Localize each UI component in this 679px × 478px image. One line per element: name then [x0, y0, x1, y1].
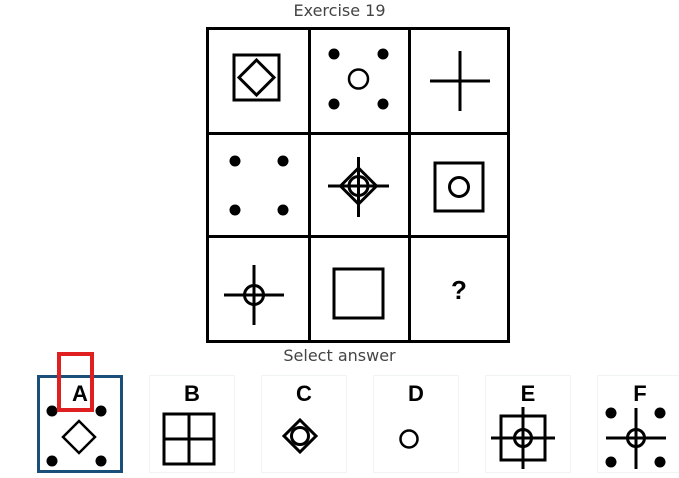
- diamond-shape: [281, 417, 319, 455]
- cell-1-diamond-in-square: [232, 53, 281, 102]
- circle-shape: [243, 284, 265, 306]
- question-mark: ?: [451, 275, 467, 305]
- select-answer-label: Select answer: [283, 346, 396, 365]
- dot: [605, 456, 617, 468]
- circle-shape: [626, 428, 646, 448]
- dot: [95, 455, 107, 467]
- circle-shape: [448, 176, 470, 198]
- circle-shape: [347, 68, 370, 90]
- diamond-shape: [236, 57, 277, 98]
- cell-7-cross-with-circle: [224, 265, 284, 325]
- cell-2-dots-with-circle: [328, 48, 389, 110]
- dot: [277, 155, 289, 167]
- dot: [229, 204, 241, 216]
- dot: [328, 98, 340, 110]
- dot: [605, 407, 617, 419]
- dot: [277, 204, 289, 216]
- choice-d-figure: [399, 429, 419, 449]
- choice-d[interactable]: D: [373, 375, 459, 473]
- circle-shape: [513, 428, 533, 448]
- dot: [95, 405, 107, 417]
- grid-frame: [206, 27, 510, 343]
- choice-c-figure: [281, 417, 319, 455]
- choice-d-letter: D: [408, 381, 424, 406]
- choice-b-letter: B: [184, 381, 200, 406]
- cell-6-circle-in-square: [433, 161, 485, 213]
- choice-f-letter: F: [633, 381, 647, 406]
- choice-c[interactable]: C: [261, 375, 347, 473]
- choice-b-figure: [162, 412, 216, 466]
- choice-b[interactable]: B: [149, 375, 235, 473]
- circle-shape: [347, 175, 370, 197]
- choice-f[interactable]: F: [597, 375, 679, 473]
- cell-4-four-dots: [229, 155, 289, 216]
- circle-shape: [399, 429, 419, 449]
- diamond-shape: [61, 419, 97, 455]
- puzzle-grid: ?: [206, 27, 510, 343]
- dot: [654, 456, 666, 468]
- dot: [377, 48, 389, 60]
- square-shape: [433, 161, 485, 213]
- choice-a[interactable]: A: [37, 375, 123, 473]
- cell-3-cross: [430, 51, 490, 111]
- circle-shape: [290, 426, 310, 446]
- dot: [654, 407, 666, 419]
- choice-e-letter: E: [520, 381, 536, 406]
- cell-5-cross-circle-diamond: [328, 157, 389, 217]
- dot: [377, 98, 389, 110]
- dot: [229, 155, 241, 167]
- choice-f-figure: [605, 407, 666, 469]
- dot: [46, 455, 58, 467]
- choice-c-letter: C: [296, 381, 312, 406]
- exercise-title: Exercise 19: [293, 1, 386, 20]
- choice-e-figure: [491, 407, 555, 469]
- dot: [328, 48, 340, 60]
- choice-a-letter: A: [72, 381, 88, 406]
- choice-e[interactable]: E: [485, 375, 571, 473]
- square-shape: [232, 53, 281, 102]
- choice-a-figure: [46, 405, 107, 467]
- diamond-shape: [338, 165, 379, 207]
- cell-8-square: [332, 267, 385, 320]
- square-shape: [332, 267, 385, 320]
- dot: [46, 405, 58, 417]
